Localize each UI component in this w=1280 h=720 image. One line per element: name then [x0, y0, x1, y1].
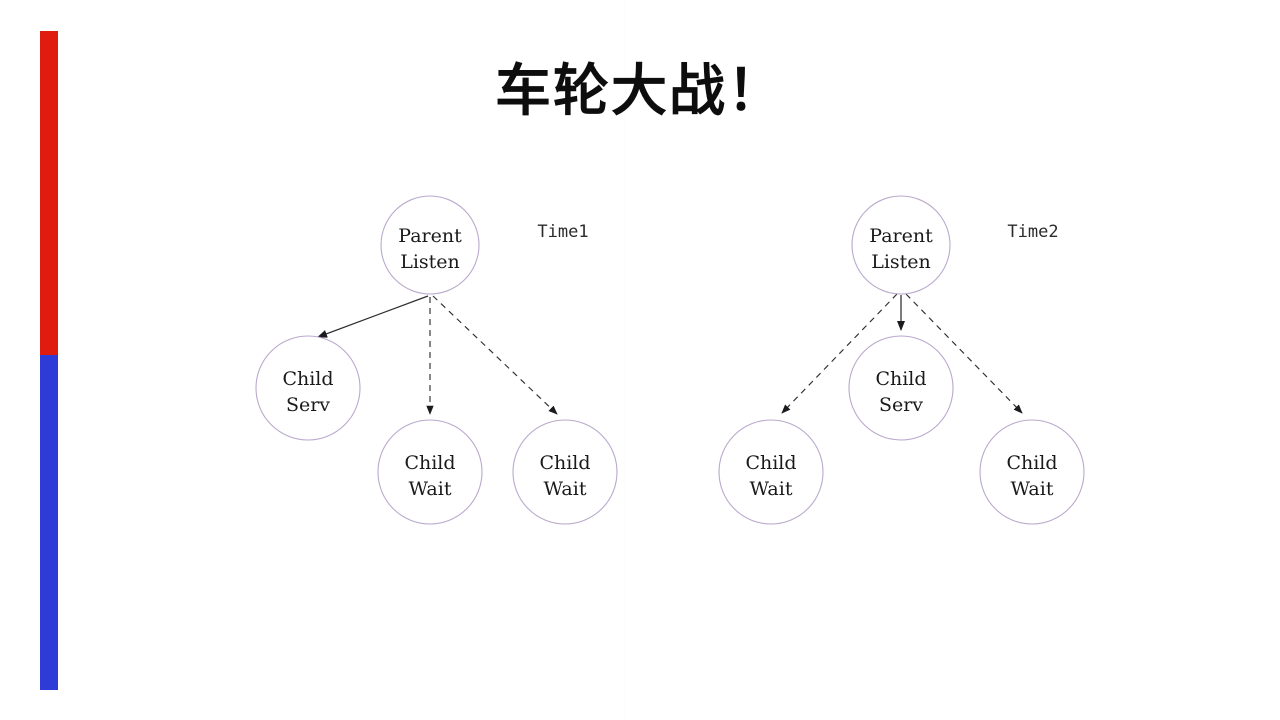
red-accent-bar — [40, 31, 58, 355]
time-label-time1: Time1 — [537, 222, 588, 242]
node-circle — [377, 419, 483, 525]
node-label-line2: Wait — [409, 478, 452, 500]
image-seam — [625, 0, 626, 720]
edge-solid — [317, 295, 429, 338]
node-label-line1: Child — [539, 452, 590, 474]
node-circle — [512, 419, 618, 525]
node-circle — [848, 335, 954, 441]
node-label-line1: Child — [404, 452, 455, 474]
node-label-line1: Child — [282, 368, 333, 390]
nodes-group: ParentListenChildServChildWaitChildWaitP… — [255, 195, 1085, 525]
time-labels-group: Time1 Time2 — [537, 222, 1058, 242]
edge-dashed — [432, 295, 558, 415]
node-circle — [979, 419, 1085, 525]
blue-accent-bar — [40, 355, 58, 690]
node-circle — [851, 195, 951, 295]
node-label-line2: Wait — [544, 478, 587, 500]
node-label-line1: Parent — [398, 225, 462, 247]
page-title: 车轮大战！ — [495, 58, 785, 124]
node-circle — [380, 195, 480, 295]
time-label-time2: Time2 — [1007, 222, 1058, 242]
node-label-line2: Serv — [286, 394, 330, 416]
node-label-line1: Parent — [869, 225, 933, 247]
node-label-line2: Listen — [871, 251, 931, 273]
edge-dashed — [781, 293, 898, 414]
node-label-line2: Listen — [400, 251, 460, 273]
node-circle — [718, 419, 824, 525]
node-label-line2: Wait — [1011, 478, 1054, 500]
node-circle — [255, 335, 361, 441]
node-label-line1: Child — [875, 368, 926, 390]
node-label-line2: Serv — [879, 394, 923, 416]
edge-dashed — [905, 293, 1023, 414]
node-label-line1: Child — [745, 452, 796, 474]
node-label-line2: Wait — [750, 478, 793, 500]
edges-group — [317, 293, 1023, 415]
node-label-line1: Child — [1006, 452, 1057, 474]
